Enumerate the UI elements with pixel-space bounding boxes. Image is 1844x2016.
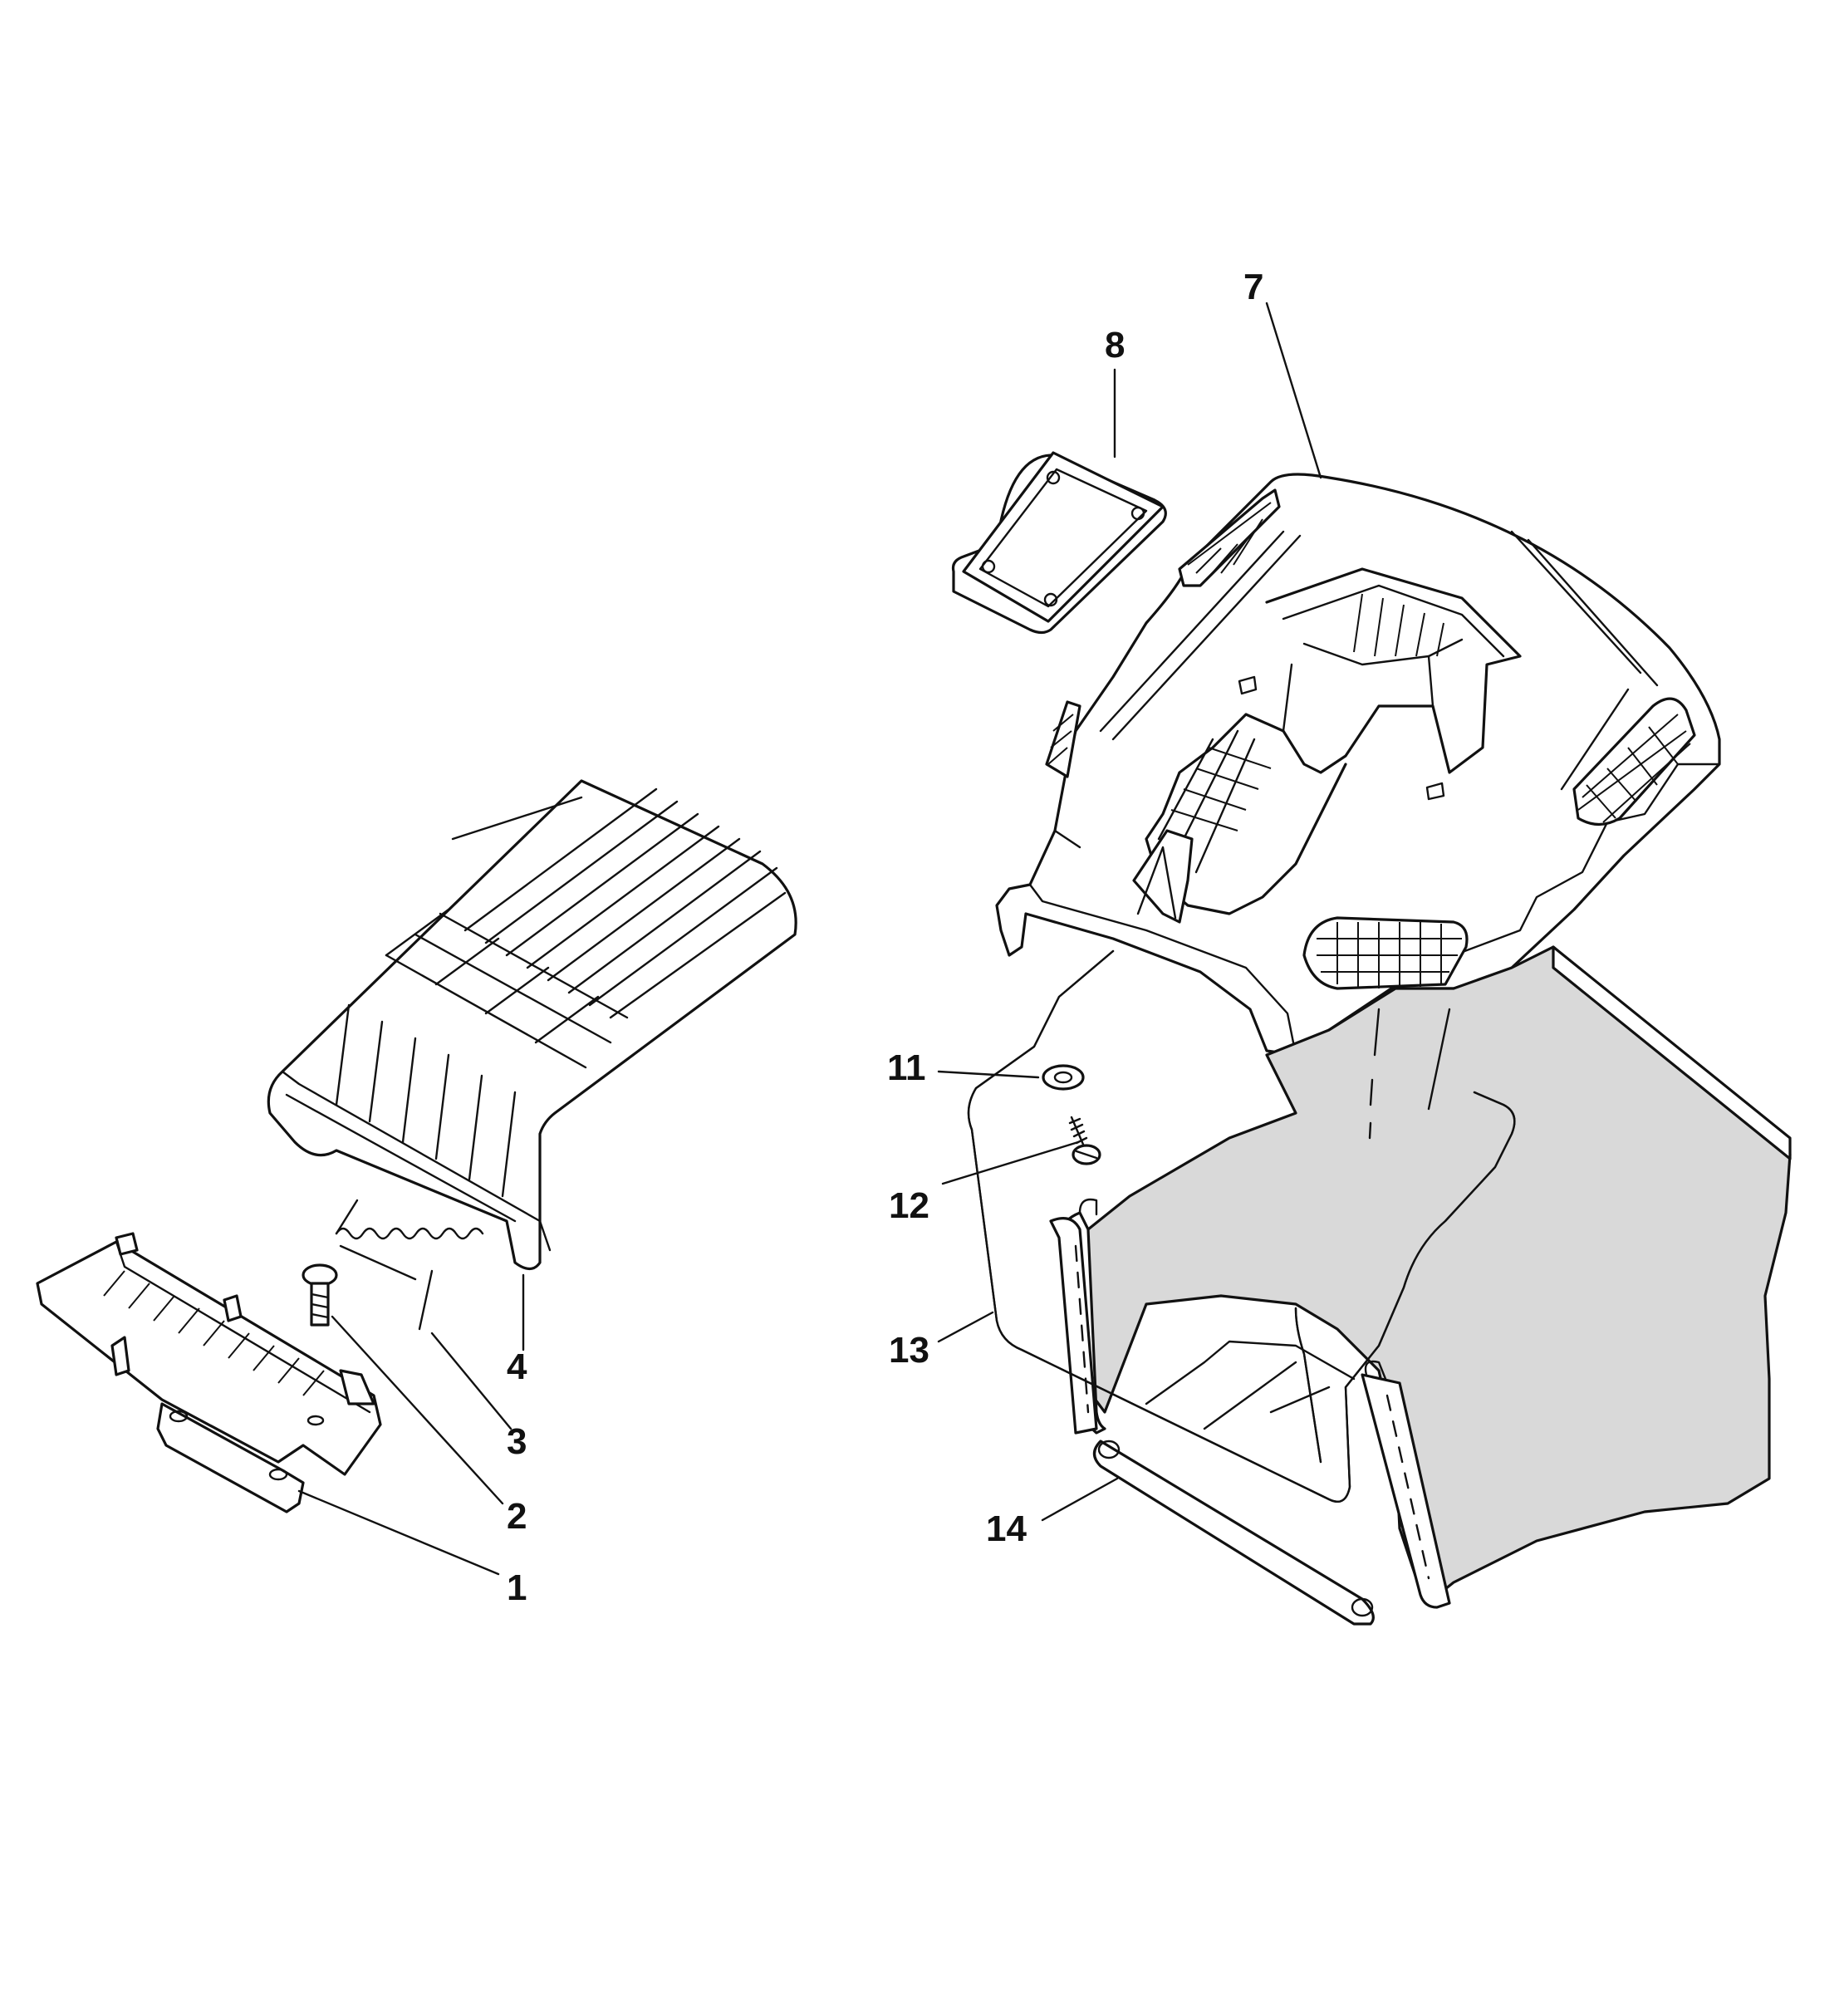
assembly-line-b xyxy=(1427,1008,1451,1111)
part-13-bag-frame xyxy=(967,949,1516,1503)
part-7-top-cover xyxy=(995,473,1721,1057)
callout-12: 12 xyxy=(889,1185,929,1226)
leader-lines xyxy=(297,302,1322,1576)
part-4-rear-flap xyxy=(267,779,797,1271)
callout-13: 13 xyxy=(889,1330,929,1371)
part-2-screw xyxy=(302,1263,338,1327)
part-3-torsion-spring xyxy=(335,1199,484,1331)
part-11-washer xyxy=(1042,1064,1085,1091)
part-1-latch-bracket xyxy=(36,1232,382,1513)
part-14-grass-bag xyxy=(1049,945,1792,1626)
part-12-screw xyxy=(1068,1116,1101,1165)
callout-11: 11 xyxy=(887,1047,926,1088)
callout-labels: 1 2 3 4 7 8 11 12 13 14 xyxy=(507,267,1263,1608)
callout-8: 8 xyxy=(1105,325,1125,365)
callout-2: 2 xyxy=(507,1496,527,1537)
callout-3: 3 xyxy=(507,1421,527,1462)
callout-4: 4 xyxy=(507,1346,527,1387)
callout-7: 7 xyxy=(1243,267,1263,307)
assembly-line-a xyxy=(1368,1008,1381,1140)
callout-14: 14 xyxy=(986,1508,1027,1549)
callout-1: 1 xyxy=(507,1567,527,1608)
part-8-gasket-frame xyxy=(951,451,1167,635)
